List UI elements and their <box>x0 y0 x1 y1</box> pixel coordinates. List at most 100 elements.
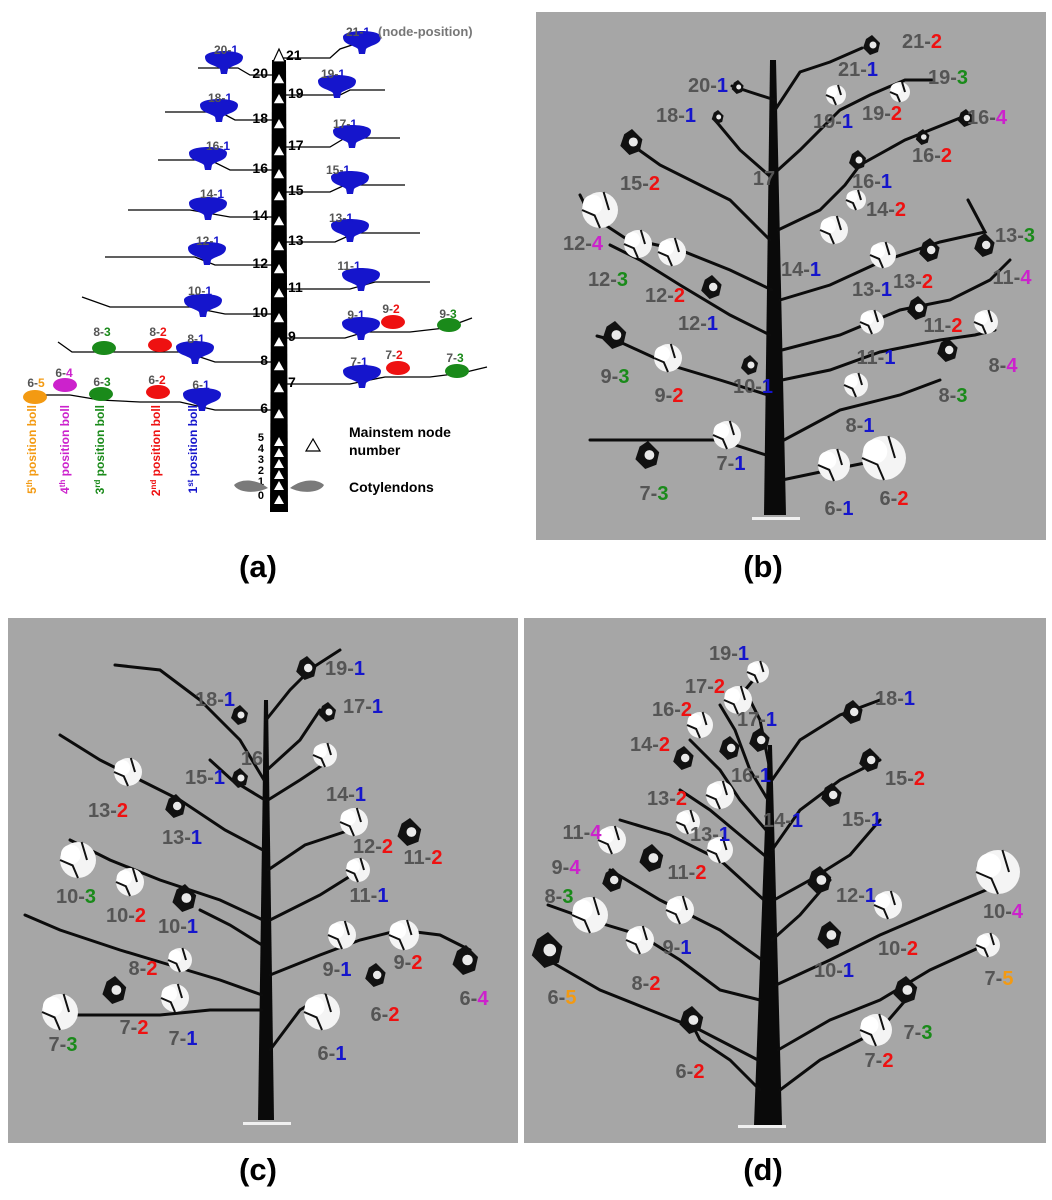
photo_b-label-16-1: 16-1 <box>852 171 892 193</box>
panel-d-branch <box>776 943 987 1052</box>
panel-c-mainstem <box>258 700 274 1120</box>
boll-14-1 <box>189 197 227 220</box>
photo_d-label-7-3: 7-3 <box>904 1022 933 1044</box>
panel-d-branch <box>678 788 772 862</box>
node-triangle <box>274 470 284 479</box>
photo_b-label-7-1: 7-1 <box>717 453 746 475</box>
mainstem-node-number: 6 <box>260 400 268 416</box>
photo_c-label-18-1: 18-1 <box>195 689 235 711</box>
boll-label-8-3: 8-3 <box>93 325 111 339</box>
panel-c-cotton-boll <box>388 919 419 951</box>
branch-node-19 <box>283 89 385 96</box>
panel-c-branch <box>266 758 332 802</box>
boll-6-3 <box>89 387 113 401</box>
panel-d-cotton-boll <box>665 895 694 925</box>
panel-b-plant <box>578 35 1012 520</box>
photo_b-label-8-3: 8-3 <box>939 385 968 407</box>
panel-b-cotton-boll <box>957 109 974 127</box>
panel-d-mainstem <box>754 745 782 1125</box>
legend-triangle-icon <box>304 437 322 452</box>
panel-d-cotton-boll <box>842 700 863 724</box>
photo_d-label-7-2: 7-2 <box>865 1050 894 1072</box>
photo_c-label-10-1: 10-1 <box>158 916 198 938</box>
panel-d-cotton-boll <box>817 921 842 949</box>
node-triangle <box>274 481 284 490</box>
boll-15-1 <box>331 171 369 194</box>
panel-d-branch <box>778 993 912 1092</box>
panel-d-cotton-boll <box>675 809 700 835</box>
schematic-bolls <box>23 31 469 411</box>
panel-b-background <box>536 12 1046 540</box>
photo_c-label-15-1: 15-1 <box>185 767 225 789</box>
photo_d-label-6-5: 6-5 <box>548 987 577 1009</box>
node-triangle <box>272 188 286 202</box>
photo_c-label-10-2: 10-2 <box>106 905 146 927</box>
panel-c-cotton-boll <box>312 742 337 768</box>
panel-b-branch <box>623 138 772 242</box>
photo_d-label-14-2: 14-2 <box>630 734 670 756</box>
photo_b-label-13-3: 13-3 <box>995 225 1035 247</box>
photo_b-label-8-1: 8-1 <box>846 415 875 437</box>
panel-c-cotton-boll <box>115 867 144 897</box>
boll-6-4 <box>53 378 77 392</box>
photo_b-label-21-2: 21-2 <box>902 31 942 53</box>
panel-d-cotton-boll <box>749 728 770 752</box>
photo_b-label-9-3: 9-3 <box>601 366 630 388</box>
photo_b-label-12-1: 12-1 <box>678 313 718 335</box>
branch-node-10 <box>81 296 275 315</box>
node-triangle <box>274 448 284 457</box>
panel-c-branch <box>23 913 264 997</box>
photo_c-label-7-2: 7-2 <box>120 1017 149 1039</box>
panel-b-branch <box>713 118 774 180</box>
photo_b-label-19-3: 19-3 <box>928 67 968 89</box>
panel-b-stem-label: 17 <box>753 168 775 190</box>
panel-c-cotton-boll <box>365 963 386 987</box>
mainstem-node-number: 14 <box>252 207 268 223</box>
node-triangle <box>272 91 286 105</box>
mainstem-node-number: 11 <box>288 279 303 295</box>
photo_b-label-15-2: 15-2 <box>620 173 660 195</box>
photo_b-label-8-4: 8-4 <box>989 355 1019 377</box>
mainstem-node-number: 17 <box>288 137 304 153</box>
boll-8-2 <box>148 338 172 352</box>
boll-6-2 <box>146 385 170 399</box>
mainstem-node-number: 5 <box>258 432 264 444</box>
node-triangle <box>272 238 286 252</box>
panel-d-cotton-boll <box>807 866 832 894</box>
schematic-boll-labels: 21-120-119-118-117-116-115-114-113-112-1… <box>27 25 464 392</box>
node-triangle <box>272 261 286 275</box>
panel-d-cotton-boll <box>723 685 752 715</box>
photo_d-label-18-1: 18-1 <box>875 688 915 710</box>
axis-label-position-2: 2nd position boll <box>149 405 163 496</box>
photo_b-label-12-3: 12-3 <box>588 269 628 291</box>
boll-label-19-1: 19-1 <box>321 67 345 81</box>
node-triangles <box>272 71 286 504</box>
mainstem-node-number: 4 <box>258 443 265 455</box>
boll-label-7-2: 7-2 <box>385 348 403 362</box>
mainstem-node-number: 7 <box>288 374 296 390</box>
mainstem-node-number: 16 <box>252 160 268 176</box>
photo_b-label-11-2: 11-2 <box>924 315 963 337</box>
panel-b-cotton-boll <box>863 35 880 55</box>
panel-b-cotton-boll <box>711 110 724 124</box>
panel-b-cotton-boll <box>657 237 686 267</box>
panel-d-cotton-boll <box>531 932 563 968</box>
panel-c-cotton-boll <box>231 705 248 725</box>
photo_d-label-12-1: 12-1 <box>836 885 876 907</box>
photo_b-label-16-2: 16-2 <box>912 145 952 167</box>
node-triangle <box>272 166 286 180</box>
panel-d-cotton-boll <box>746 660 769 684</box>
panel-b-branch <box>776 78 934 172</box>
photo_c-label-14-1: 14-1 <box>326 784 366 806</box>
panel-c-branch <box>58 1008 264 1017</box>
panel-d-branch <box>688 738 768 832</box>
panel-b-cotton-boll <box>620 129 643 155</box>
panel-c-cotton-boll <box>231 768 248 788</box>
photo_b-label-7-3: 7-3 <box>640 483 669 505</box>
boll-8-1 <box>176 341 214 364</box>
